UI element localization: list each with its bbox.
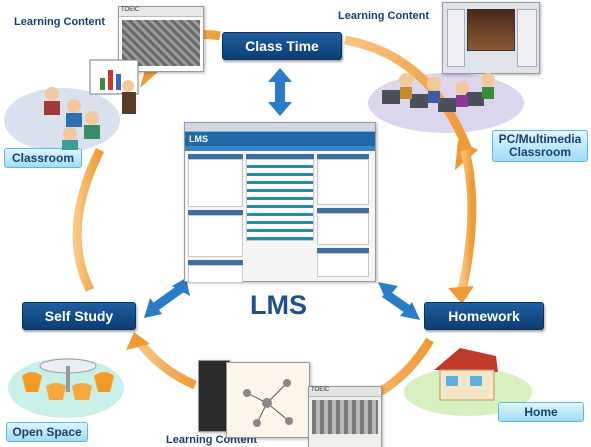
classroom-illustration	[44, 59, 139, 150]
arc-right	[457, 148, 477, 291]
content-shot-bottom-dark	[198, 360, 230, 432]
pc-multimedia-tag: PC/Multimedia Classroom	[492, 130, 588, 162]
class-time-node: Class Time	[222, 32, 342, 60]
center-label: LMS	[250, 290, 307, 320]
toeic-label-left: TOEIC	[119, 7, 203, 17]
content-shot-bottom-right: TOEIC	[308, 386, 382, 447]
home-tag: Home	[498, 402, 584, 422]
homework-node: Homework	[424, 302, 544, 330]
home-illustration	[434, 348, 498, 401]
content-shot-top-right	[442, 2, 540, 74]
pc-room-illustration	[382, 73, 495, 112]
classroom-tag: Classroom	[4, 148, 82, 168]
learning-content-top-right: Learning Content	[338, 10, 430, 22]
connector-class-time	[268, 68, 292, 116]
connector-homework	[378, 282, 420, 320]
open-space-illustration	[22, 358, 114, 400]
arc-left	[72, 147, 105, 293]
learning-content-top-left: Learning Content	[14, 16, 106, 28]
self-study-node: Self Study	[22, 302, 136, 330]
content-shot-bottom-mid	[226, 362, 310, 438]
toeic-label-bottom: TOEIC	[309, 387, 381, 397]
open-space-tag: Open Space	[6, 422, 88, 442]
lms-logo: LMS	[189, 134, 208, 144]
arc-top-right	[344, 35, 473, 152]
lms-screenshot: LMS	[184, 122, 376, 283]
arc-bottom-left	[134, 337, 197, 390]
connector-self-study	[144, 278, 190, 318]
